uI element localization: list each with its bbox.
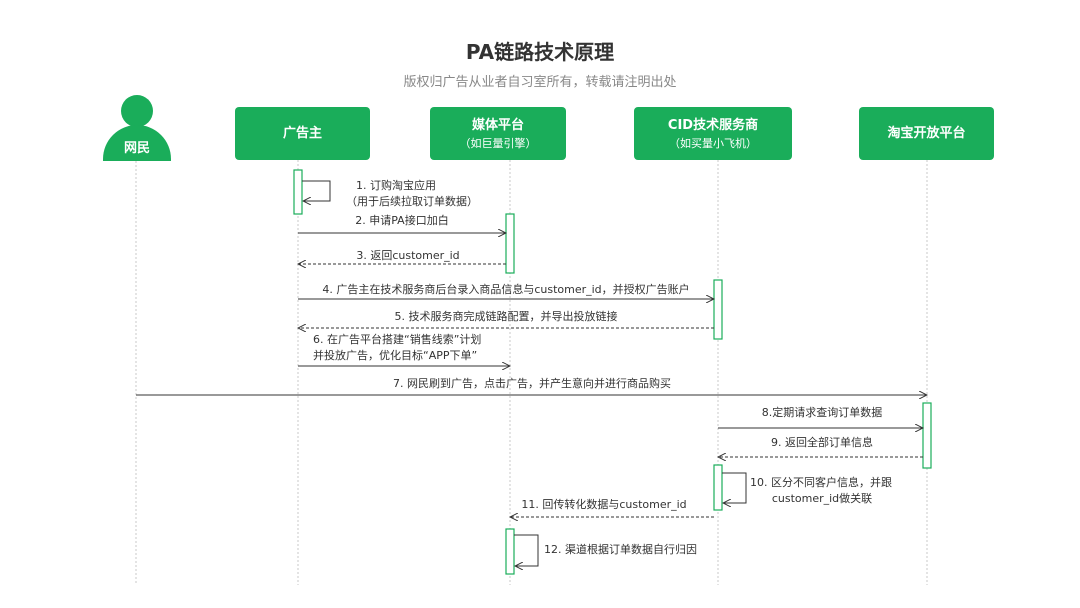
m10-label: 10. 区分不同客户信息，并跟 — [750, 475, 892, 489]
m4-label: 4. 广告主在技术服务商后台录入商品信息与customer_id，并授权广告账户 — [322, 282, 689, 296]
participant-cid-label: CID技术服务商 — [667, 117, 759, 133]
participant-media: 媒体平台 （如巨量引擎） — [430, 107, 566, 160]
participant-taobao: 淘宝开放平台 — [859, 107, 994, 160]
diagram-subtitle: 版权归广告从业者自习室所有，转载请注明出处 — [403, 75, 677, 90]
m1-arrow — [302, 180, 331, 201]
participant-cid: CID技术服务商 （如买量小飞机） — [634, 107, 792, 160]
m5-label: 5. 技术服务商完成链路配置，并导出投放链接 — [395, 309, 618, 323]
m7-label: 7. 网民刷到广告，点击广告，并产生意向并进行商品购买 — [393, 376, 671, 390]
m10-arrow — [722, 472, 747, 503]
m10-label: customer_id做关联 — [772, 491, 872, 505]
diagram-title: PA链路技术原理 — [465, 40, 615, 64]
participant-taobao-label: 淘宝开放平台 — [887, 126, 966, 141]
m9-label: 9. 返回全部订单信息 — [771, 435, 873, 449]
activation-bar-advertiser — [293, 169, 303, 215]
user-icon — [121, 95, 153, 127]
m12-arrow — [514, 534, 539, 566]
m12-label: 12. 渠道根据订单数据自行归因 — [544, 542, 697, 556]
activation-bar-taobao — [922, 402, 932, 469]
m3-label: 3. 返回customer_id — [356, 249, 459, 262]
m1-label: （用于后续拉取订单数据） — [346, 194, 478, 208]
participant-media-sublabel: （如巨量引擎） — [459, 136, 537, 150]
participant-advertiser: 广告主 — [235, 107, 370, 160]
activation-bar-media — [505, 528, 515, 575]
m8-label: 8.定期请求查询订单数据 — [762, 405, 883, 419]
m11-label: 11. 回传转化数据与customer_id — [521, 497, 686, 511]
activation-bar-media — [505, 213, 515, 274]
participant-media-label: 媒体平台 — [471, 117, 524, 133]
m2-label: 2. 申请PA接口加白 — [355, 213, 448, 227]
participant-advertiser-label: 广告主 — [282, 126, 322, 141]
participant-user: 网民 — [103, 95, 171, 161]
activation-bar-cid — [713, 464, 723, 511]
activation-bar-cid — [713, 279, 723, 340]
m6-label: 6. 在广告平台搭建“销售线索”计划 — [313, 332, 481, 346]
participant-user-label: 网民 — [123, 141, 150, 156]
m1-label: 1. 订购淘宝应用 — [356, 178, 436, 192]
participant-cid-sublabel: （如买量小飞机） — [669, 136, 757, 150]
m6-label: 并投放广告，优化目标“APP下单” — [313, 348, 477, 362]
